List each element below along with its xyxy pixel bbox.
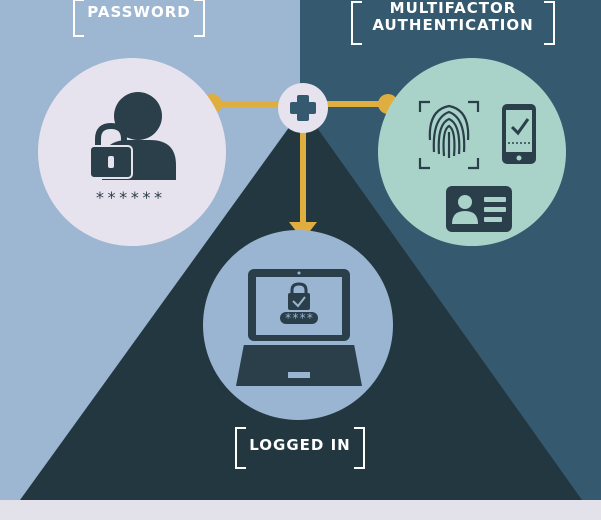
mfa-label-line2: AUTHENTICATION — [372, 16, 534, 35]
padlock-icon — [89, 122, 133, 179]
plus-icon — [290, 95, 316, 121]
pin-mask: **** — [285, 311, 314, 325]
logged-in-label-frame — [235, 427, 365, 469]
password-mask: ****** — [95, 188, 165, 207]
mfa-label-line1: MULTIFACTOR — [389, 0, 517, 17]
id-card-icon — [446, 186, 512, 232]
password-label: PASSWORD — [87, 3, 191, 21]
fingerprint-icon — [418, 100, 480, 170]
password-label-frame — [73, 0, 205, 37]
logged-in-label: LOGGED IN — [249, 436, 351, 454]
mfa-label: MULTIFACTOR AUTHENTICATION — [350, 0, 556, 35]
mfa-label-frame — [351, 1, 555, 45]
smartphone-check-icon — [502, 104, 536, 164]
laptop-icon: **** — [236, 269, 362, 386]
bottom-strip — [0, 500, 601, 520]
